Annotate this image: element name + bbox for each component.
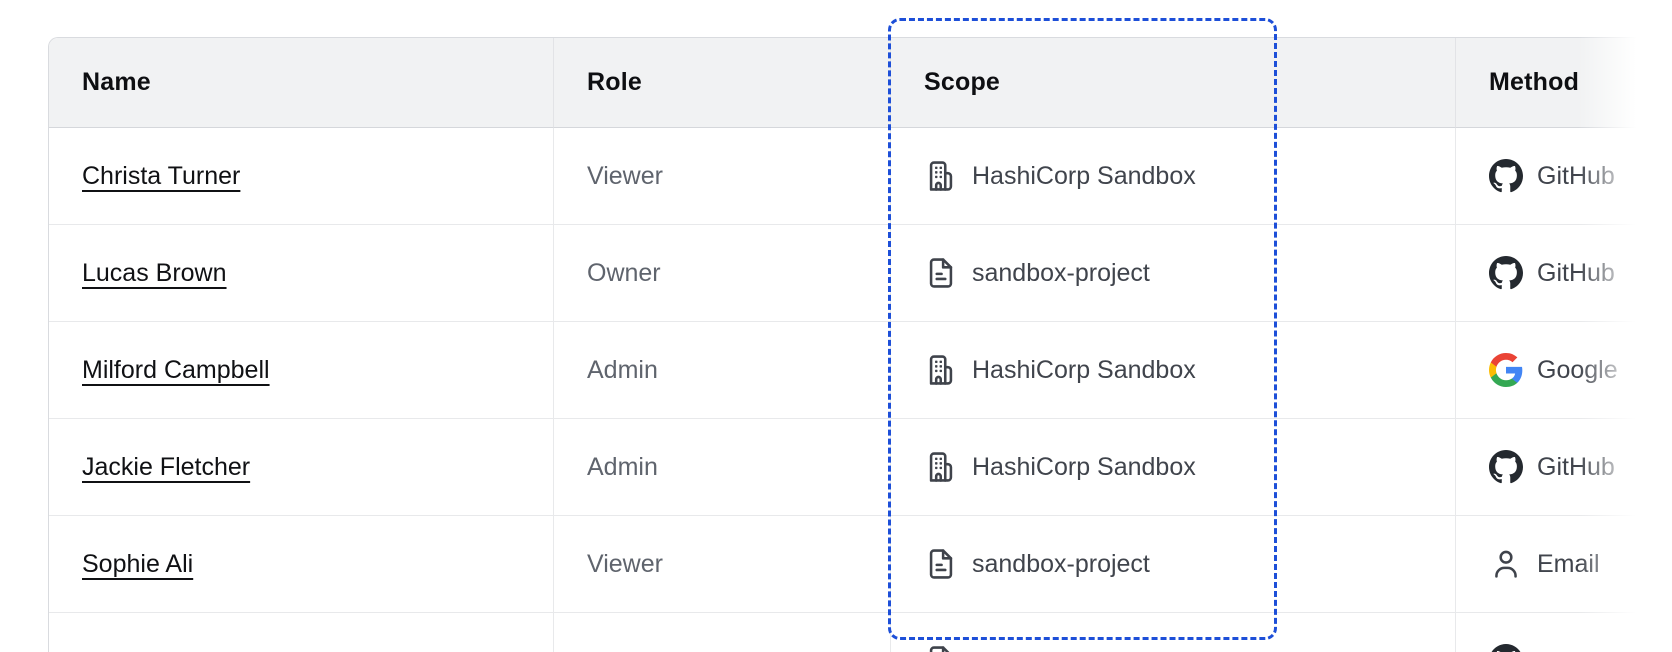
file-text-icon (924, 644, 958, 652)
method-cell-label: Email (1537, 549, 1600, 578)
method-cell: GitHub (1456, 419, 1672, 516)
method-cell: Email (1456, 516, 1672, 613)
role-label: Viewer (587, 161, 663, 190)
table-row: Milford Campbell Admin HashiCorp Sandbox Go… (49, 322, 1672, 419)
method-cell-label: GitHub (1537, 452, 1615, 481)
column-header-scope: Scope (891, 38, 1456, 128)
scope-cell: HashiCorp Sandbox (891, 419, 1456, 516)
method-cell-label: GitHub (1537, 161, 1615, 190)
github-icon (1489, 450, 1523, 484)
role-cell: Viewer (554, 516, 891, 613)
table-row-partial (49, 613, 1672, 652)
scope-cell-label: HashiCorp Sandbox (972, 161, 1196, 190)
github-icon (1489, 644, 1523, 652)
role-cell: Admin (554, 419, 891, 516)
table-row: Jackie Fletcher Admin HashiCorp Sandbox Git… (49, 419, 1672, 516)
role-cell: Viewer (554, 128, 891, 225)
org-icon (924, 450, 958, 484)
scope-cell (891, 613, 1456, 652)
role-cell: Owner (554, 225, 891, 322)
member-name-link[interactable]: Sophie Ali (82, 549, 194, 578)
member-name-link[interactable]: Christa Turner (82, 161, 241, 190)
method-cell: Google (1456, 322, 1672, 419)
role-cell (554, 613, 891, 652)
method-cell: GitHub (1456, 128, 1672, 225)
scope-cell: HashiCorp Sandbox (891, 322, 1456, 419)
column-header-name: Name (49, 38, 554, 128)
method-cell-label: GitHub (1537, 258, 1615, 287)
role-label: Owner (587, 258, 661, 287)
role-cell: Admin (554, 322, 891, 419)
method-cell (1456, 613, 1672, 652)
name-cell: Milford Campbell (49, 322, 554, 419)
method-cell: GitHub (1456, 225, 1672, 322)
method-cell-label: Google (1537, 355, 1618, 384)
member-name-link[interactable]: Milford Campbell (82, 355, 270, 384)
name-cell: Christa Turner (49, 128, 554, 225)
table-header-row: Name Role Scope Method (49, 38, 1672, 128)
column-header-method: Method (1456, 38, 1672, 128)
name-cell (49, 613, 554, 652)
member-name-link[interactable]: Lucas Brown (82, 258, 227, 287)
github-icon (1489, 159, 1523, 193)
scope-cell-label: sandbox-project (972, 258, 1150, 287)
name-cell: Lucas Brown (49, 225, 554, 322)
table-row: Christa Turner Viewer HashiCorp Sandbox Git… (49, 128, 1672, 225)
scope-cell: HashiCorp Sandbox (891, 128, 1456, 225)
role-label: Admin (587, 452, 658, 481)
file-text-icon (924, 547, 958, 581)
scope-cell: sandbox-project (891, 516, 1456, 613)
table-row: Lucas Brown Owner sandbox-project GitHub (49, 225, 1672, 322)
scope-cell-label: HashiCorp Sandbox (972, 355, 1196, 384)
name-cell: Sophie Ali (49, 516, 554, 613)
scope-cell-label: HashiCorp Sandbox (972, 452, 1196, 481)
scope-cell: sandbox-project (891, 225, 1456, 322)
member-name-link[interactable]: Jackie Fletcher (82, 452, 251, 481)
role-label: Admin (587, 355, 658, 384)
file-text-icon (924, 256, 958, 290)
github-icon (1489, 256, 1523, 290)
scope-cell-label: sandbox-project (972, 549, 1150, 578)
role-label: Viewer (587, 549, 663, 578)
column-header-role: Role (554, 38, 891, 128)
org-icon (924, 159, 958, 193)
google-icon (1489, 353, 1523, 387)
org-icon (924, 353, 958, 387)
name-cell: Jackie Fletcher (49, 419, 554, 516)
user-icon (1489, 547, 1523, 581)
table-row: Sophie Ali Viewer sandbox-project Email (49, 516, 1672, 613)
